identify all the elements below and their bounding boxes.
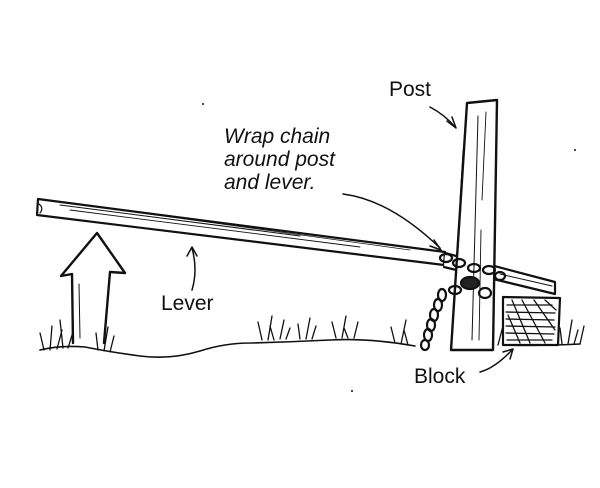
chain <box>419 252 507 352</box>
lift-arrow <box>59 231 127 345</box>
block <box>501 295 562 347</box>
leader-lines <box>186 106 514 373</box>
wrap-note-line-2: around post <box>224 148 335 171</box>
post <box>449 98 499 352</box>
wrap-note-line-1: Wrap chain <box>224 125 331 148</box>
lever-label: Lever <box>161 292 214 315</box>
block-label: Block <box>414 365 466 388</box>
wrap-note-line-3: and lever. <box>224 171 316 194</box>
post-label: Post <box>389 78 432 101</box>
specks <box>202 103 576 392</box>
wrap-chain-note: Wrap chain around post and lever. <box>224 125 335 194</box>
